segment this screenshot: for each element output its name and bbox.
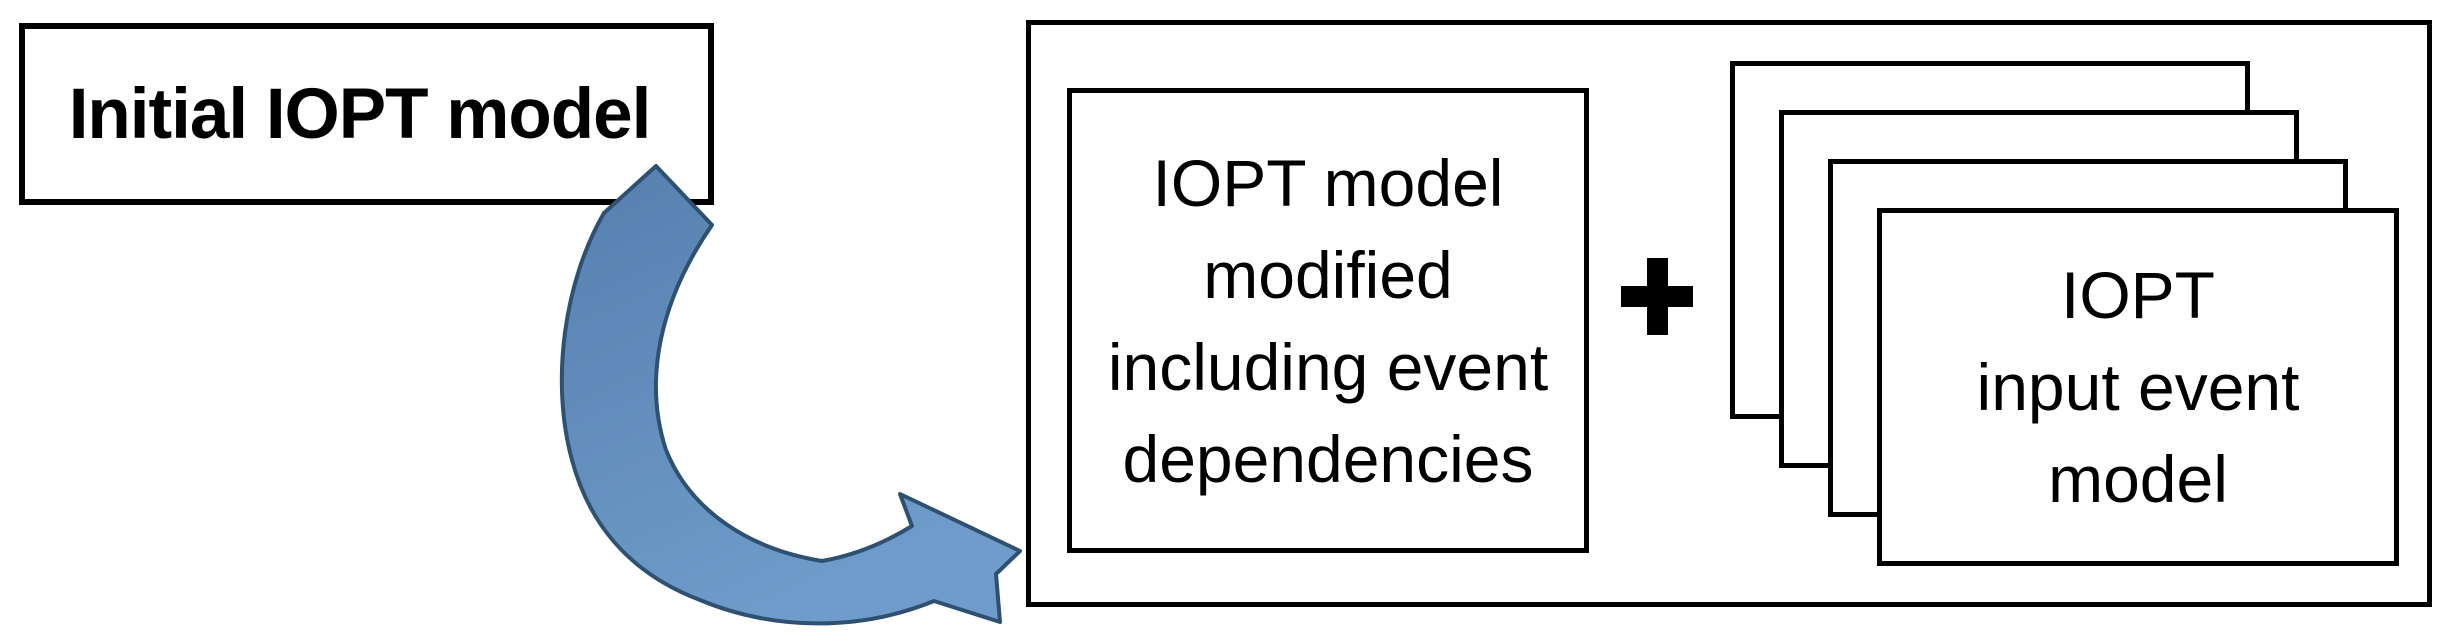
modified-model-line: including event bbox=[1107, 329, 1549, 404]
input-event-model-line: IOPT bbox=[2060, 258, 2215, 332]
modified-model-box: IOPT model modified including event depe… bbox=[1067, 88, 1589, 553]
input-event-model-line: input event bbox=[1976, 350, 2300, 424]
curved-arrow-path bbox=[559, 164, 1022, 626]
plus-label: + bbox=[1621, 258, 1622, 259]
initial-model-label: Initial IOPT model bbox=[68, 74, 652, 154]
input-event-model-line: model bbox=[2048, 442, 2228, 516]
modified-model-line: IOPT model bbox=[1152, 145, 1504, 220]
plus-icon: + bbox=[1621, 258, 1693, 335]
initial-model-box: Initial IOPT model bbox=[19, 23, 714, 205]
plus-icon-bar bbox=[1647, 258, 1668, 335]
input-event-model-box: IOPT input event model bbox=[1877, 208, 2399, 566]
modified-model-line: modified bbox=[1203, 237, 1453, 312]
modified-model-line: dependencies bbox=[1122, 421, 1534, 496]
